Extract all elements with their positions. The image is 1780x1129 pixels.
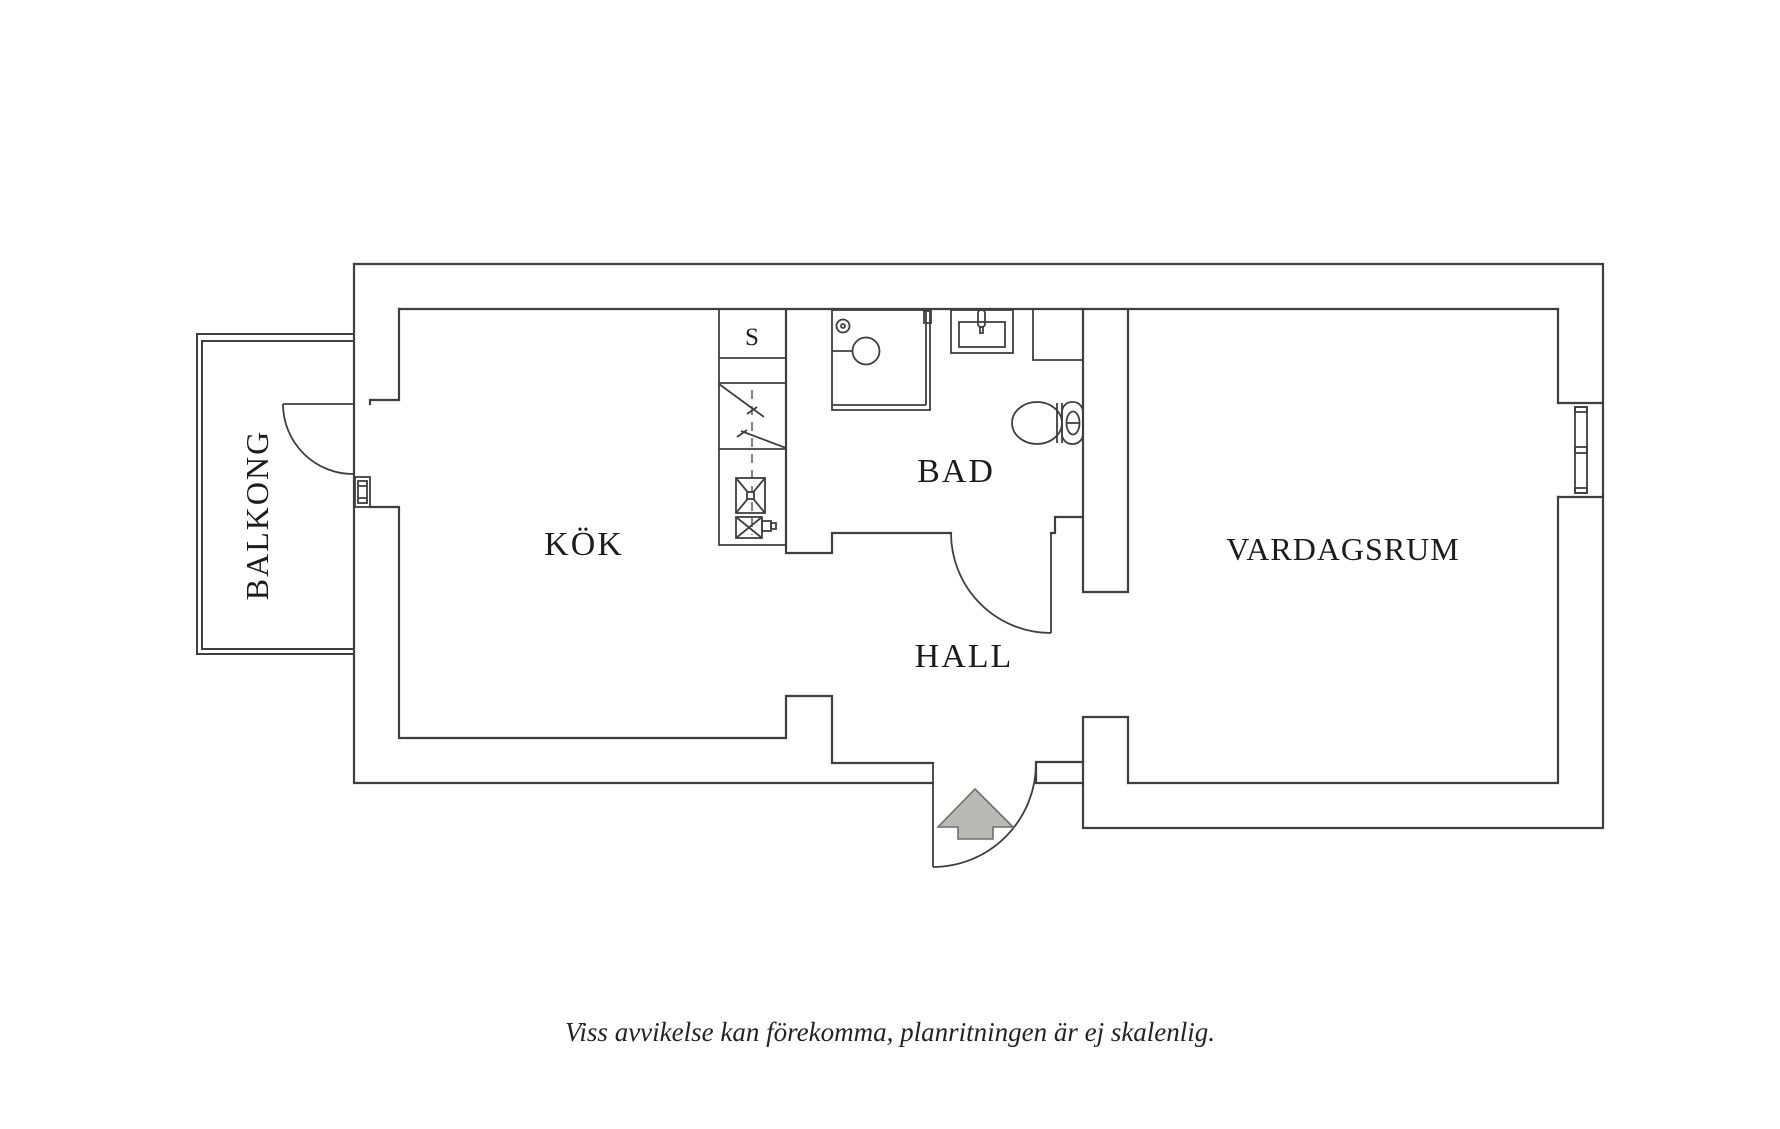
- wall-lines: [352, 262, 1605, 830]
- room-label-kok: KÖK: [544, 526, 624, 563]
- bathroom-door-swing: [950, 532, 1052, 634]
- pillar-entrance: [1081, 715, 1130, 785]
- entrance-door-swing: [932, 762, 1037, 868]
- toilet-tank: [1061, 401, 1084, 445]
- partition-bad-right: [1049, 515, 1085, 535]
- room-label-vardagsrum: VARDAGSRUM: [1226, 531, 1459, 567]
- balcony-door-swing: [282, 403, 355, 475]
- window-gap-edges: [1556, 401, 1605, 499]
- bathroom-door: [950, 532, 1052, 634]
- balcony-door-threshold: [354, 476, 371, 508]
- inner-wall-right: [1126, 307, 1560, 785]
- kitchen-cabinets: [718, 310, 787, 546]
- entrance-door: [932, 762, 1037, 868]
- disclaimer-caption: Viss avvikelse kan förekomma, planritnin…: [565, 1017, 1215, 1047]
- kitchen-sink: [735, 516, 777, 539]
- inner-wall-left: [368, 307, 935, 765]
- toilet-bowl: [1011, 401, 1063, 445]
- shower-door-hinge: [923, 310, 932, 324]
- bathroom-sink: [950, 309, 1014, 354]
- doors: [282, 403, 1052, 868]
- closet-label-s: S: [745, 324, 759, 351]
- balcony-door: [282, 403, 371, 508]
- sink-tap: [977, 309, 986, 328]
- room-label-balkong: BALKONG: [239, 430, 275, 600]
- balcony-railing: [196, 333, 354, 655]
- outer-wall: [352, 262, 1605, 830]
- bathroom-niche: [1032, 309, 1083, 361]
- room-label-hall: HALL: [915, 638, 1014, 675]
- shower-drain: [835, 318, 851, 334]
- room-label-bad: BAD: [917, 453, 995, 490]
- partition-bad-vardagsrum: [1081, 307, 1130, 594]
- entrance-arrow: [936, 787, 1015, 840]
- toilet: [1011, 401, 1084, 445]
- partition-kok-bad: [784, 308, 953, 555]
- window: [1574, 406, 1588, 494]
- fridge-freezer: [718, 383, 787, 535]
- shower: [831, 309, 932, 411]
- outer-wall-left: [352, 262, 935, 785]
- stove: [735, 477, 766, 514]
- entrance-jamb: [1034, 760, 1085, 785]
- bathroom-fixtures: [831, 309, 1084, 445]
- shower-head: [851, 336, 881, 366]
